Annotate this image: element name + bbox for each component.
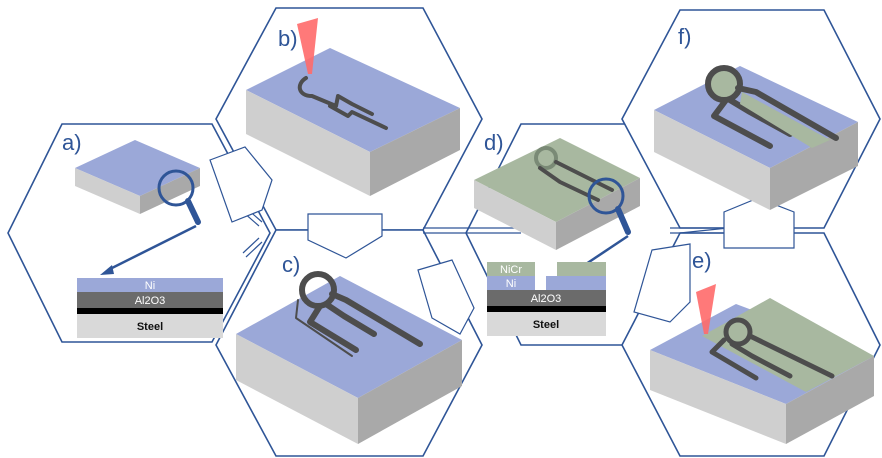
layer-ni-label-d: Ni xyxy=(506,278,516,290)
block-c xyxy=(236,271,462,444)
step-arrow-d-to-e xyxy=(633,243,691,323)
panel-label-e: e) xyxy=(692,248,712,273)
block-d xyxy=(474,138,640,250)
block-a xyxy=(75,140,200,214)
layer-steel-label: Steel xyxy=(137,321,163,333)
layer-stack-a: Ni Al2O3 Steel xyxy=(77,278,223,338)
panel-label-c: c) xyxy=(282,252,300,277)
step-arrow-c-to-d xyxy=(417,259,475,335)
laser-beam-e xyxy=(696,284,716,334)
step-arrow-e-to-f xyxy=(723,197,795,249)
step-arrow-b-to-c xyxy=(307,213,383,259)
layer-nicr-label: NiCr xyxy=(500,264,522,276)
layer-al2o3-label-d: Al2O3 xyxy=(531,293,562,305)
panel-label-b: b) xyxy=(278,26,298,51)
step-arrow-a-to-b xyxy=(209,146,273,223)
layer-al2o3-label: Al2O3 xyxy=(135,295,166,307)
panel-label-f: f) xyxy=(678,24,691,49)
layer-stack-d: NiCr Ni Al2O3 Steel xyxy=(487,262,606,336)
block-f xyxy=(654,65,858,210)
layer-steel-label-d: Steel xyxy=(533,319,559,331)
block-b xyxy=(246,48,460,196)
laser-beam-b xyxy=(297,18,318,74)
panel-label-a: a) xyxy=(62,130,82,155)
layer-ni-label: Ni xyxy=(145,280,155,292)
panel-label-d: d) xyxy=(484,130,504,155)
magnifier-icon-a xyxy=(100,169,201,275)
